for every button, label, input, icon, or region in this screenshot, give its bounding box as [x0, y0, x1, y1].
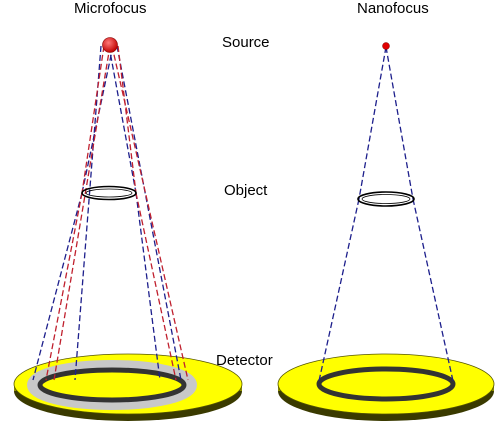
- penumbra-ring: [27, 360, 197, 410]
- nanofocus-title: Nanofocus: [357, 0, 429, 17]
- nanofocus-panel: [277, 42, 495, 421]
- source-label: Source: [222, 34, 270, 51]
- nanofocus-detector-disk: [277, 353, 495, 421]
- nanofocus-object-ring-inner: [361, 194, 411, 204]
- detector-face: [277, 353, 495, 415]
- shadow-ring: [316, 366, 456, 402]
- nanofocus-object-ring: [357, 191, 415, 207]
- nanofocus-source-dot: [382, 42, 390, 50]
- microfocus-title: Microfocus: [74, 0, 147, 17]
- microfocus-object-ring-inner: [85, 188, 133, 198]
- microfocus-detector-disk: [13, 353, 243, 421]
- microfocus-red-beam: [45, 45, 189, 381]
- shadow-ring: [37, 367, 187, 403]
- microfocus-panel: [13, 37, 243, 421]
- detector-label: Detector: [216, 352, 273, 369]
- nanofocus-blue-beam: [318, 46, 454, 382]
- microfocus-source-dot: [102, 37, 118, 53]
- object-label: Object: [224, 182, 268, 199]
- microfocus-object-ring: [81, 185, 137, 201]
